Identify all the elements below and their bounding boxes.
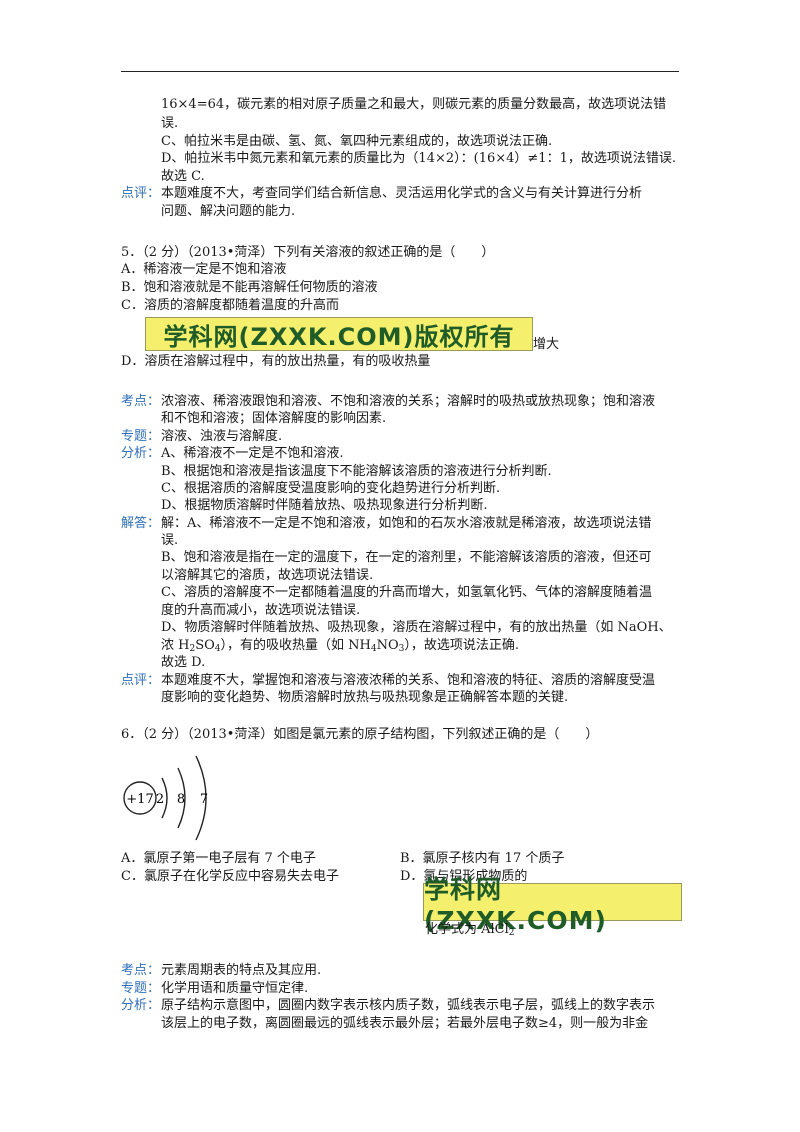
q5-comment-label: 点评： [121,673,161,688]
q5-option-c-end: 增大 [533,337,560,352]
q4-text-line: 16×4=64，碳元素的相对原子质量之和最大，则碳元素的质量分数最高，故选项说法… [161,97,667,112]
electron-shell-arc-3 [195,755,207,841]
q4-text-line: 误. [161,116,179,131]
q5-comment-text: 度影响的变化趋势、物质溶解时放热与吸热现象是正确解答本题的关键. [161,690,569,705]
q4-comment-label: 点评： [121,186,161,201]
q5-answer: 故选 D. [161,655,206,670]
q6-zhuanti-label: 专题： [121,981,161,996]
q5-zhuanti-text: 溶液、浊液与溶解度. [161,429,283,444]
q5-jieda-label: 解答： [121,516,161,531]
header-rule [121,71,679,72]
q4-option-d-analysis: D、帕拉米韦中氮元素和氧元素的质量比为（14×2）：(16×4）≠1：1，故选项… [161,151,676,166]
watermark-banner: 学科网(ZXXK.COM)版权所有 [145,317,533,351]
q5-jieda-text: 度的升高而减小，故选项说法错误. [161,603,361,618]
q6-option-b: B．氯原子核内有 17 个质子 [400,851,565,866]
q6-option-a: A．氯原子第一电子层有 7 个电子 [121,851,316,866]
electron-shell-arc-1 [161,777,168,819]
q6-kaodian-label: 考点： [121,963,161,978]
q6-option-c: C．氯原子在化学反应中容易失去电子 [121,869,339,884]
q5-kaodian-text: 和不饱和溶液；固体溶解度的影响因素. [161,411,387,426]
shell-3-electrons: 7 [200,792,208,807]
q6-option-d-end: 化学式为 AlCl2 [425,922,515,938]
q4-comment-text: 问题、解决问题的能力. [161,204,296,219]
watermark-banner: 学科网(ZXXK.COM) [423,875,682,935]
atom-structure-diagram: +17 2 8 7 [123,755,208,841]
q5-comment-text: 本题难度不大，掌握饱和溶液与溶液浓稀的关系、饱和溶液的特征、溶质的溶解度受温 [161,673,656,688]
q4-comment-text: 本题难度不大，考查同学们结合新信息、灵活运用化学式的含义与有关计算进行分析 [161,186,643,201]
q6-option-d: D．氯与铝形成物质的 [400,869,528,884]
q5-option-c: C．溶质的溶解度都随着温度的升高而 [121,298,339,313]
q5-fenxi-text: B、根据饱和溶液是指该温度下不能溶解该溶质的溶液进行分析判断. [161,464,552,479]
q4-option-c-analysis: C、帕拉米韦是由碳、氢、氮、氧四种元素组成的，故选项说法正确. [161,134,553,149]
q6-kaodian-text: 元素周期表的特点及其应用. [161,963,322,978]
nucleus-circle [123,781,157,815]
q5-fenxi-label: 分析： [121,446,161,461]
q4-answer: 故选 C. [161,169,205,184]
q5-stem: 5．（2 分）（2013•菏泽）下列有关溶液的叙述正确的是（ ） [121,245,495,260]
q5-option-a: A．稀溶液一定是不饱和溶液 [121,262,287,277]
q5-kaodian-label: 考点： [121,394,161,409]
electron-shell-arc-2 [177,767,186,829]
shell-2-electrons: 8 [177,792,185,807]
q5-jieda-text: 以溶解其它的溶质，故选项说法错误. [161,568,374,583]
q5-jieda-text: 解：A、稀溶液不一定是不饱和溶液，如饱和的石灰水溶液就是稀溶液，故选项说法错 [161,516,652,531]
q5-fenxi-text: C、根据溶质的溶解度受温度影响的变化趋势进行分析判断. [161,481,501,496]
q6-zhuanti-text: 化学用语和质量守恒定律. [161,981,309,996]
q5-jieda-text: 误. [161,533,179,548]
q5-jieda-text: C、溶质的溶解度不一定都随着温度的升高而增大，如氢氧化钙、气体的溶解度随着温 [161,585,652,600]
q5-option-b: B．饱和溶液就是不能再溶解任何物质的溶液 [121,280,378,295]
q6-fenxi-label: 分析： [121,998,161,1013]
q5-jieda-text: D、物质溶解时伴随着放热、吸热现象，溶质在溶解过程中，有的放出热量（如 NaOH… [161,620,672,635]
q5-fenxi-text: D、根据物质溶解时伴随着放热、吸热现象进行分析判断. [161,498,488,513]
shell-1-electrons: 2 [156,792,164,807]
q5-zhuanti-label: 专题： [121,429,161,444]
q6-fenxi-text: 该层上的电子数，离圆圈最远的弧线表示最外层；若最外层电子数≥4，则一般为非金 [161,1016,649,1031]
q5-fenxi-text: A、稀溶液不一定是不饱和溶液. [161,446,344,461]
q5-option-d: D．溶质在溶解过程中，有的放出热量，有的吸收热量 [121,354,431,369]
q5-kaodian-text: 浓溶液、稀溶液跟饱和溶液、不饱和溶液的关系；溶解时的吸热或放热现象；饱和溶液 [161,394,656,409]
nucleus-charge: +17 [126,792,153,807]
q6-fenxi-text: 原子结构示意图中，圆圈内数字表示核内质子数，弧线表示电子层，弧线上的数字表示 [161,998,656,1013]
q5-jieda-text: B、饱和溶液是指在一定的温度下，在一定的溶剂里，不能溶解该溶质的溶液，但还可 [161,550,652,565]
q6-stem: 6．（2 分）（2013•菏泽）如图是氯元素的原子结构图，下列叙述正确的是（ ） [121,727,599,742]
q5-jieda-formula-line: 浓 H2SO4），有的吸收热量（如 NH4NO3），故选项说法正确. [161,638,520,654]
